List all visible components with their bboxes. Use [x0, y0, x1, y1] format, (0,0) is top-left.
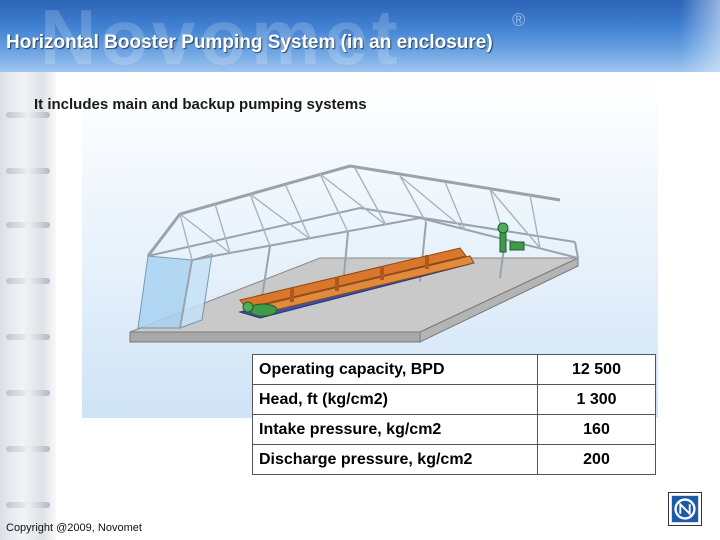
pump-flanges	[290, 255, 429, 302]
spec-value: 160	[537, 414, 656, 445]
pump-ring	[6, 278, 50, 284]
platform-front-edge	[129, 331, 421, 343]
platform-side-edge	[419, 257, 579, 343]
table-row: Intake pressure, kg/cm2 160	[252, 414, 656, 445]
roof-eave-front	[191, 216, 579, 261]
pump-ring	[6, 112, 50, 118]
pump-ring	[6, 502, 50, 508]
slide-subtitle: It includes main and backup pumping syst…	[34, 96, 367, 113]
roof-braces	[179, 167, 541, 261]
spec-value: 1 300	[537, 384, 656, 415]
roof-ridge	[146, 164, 561, 257]
title-banner: Novomet ® Horizontal Booster Pumping Sys…	[0, 0, 720, 72]
pump-ring	[6, 222, 50, 228]
pump-ring	[6, 446, 50, 452]
pump-ring	[6, 168, 50, 174]
pump-ring	[6, 334, 50, 340]
specs-table: Operating capacity, BPD 12 500 Head, ft …	[252, 354, 656, 475]
pump-ring	[6, 390, 50, 396]
watermark-logo: Novomet	[40, 0, 402, 72]
table-row: Head, ft (kg/cm2) 1 300	[252, 384, 656, 415]
discharge-manifold	[509, 241, 525, 251]
slide-title: Horizontal Booster Pumping System (in an…	[6, 32, 493, 53]
discharge-valve-wheel	[497, 222, 509, 234]
spec-label: Discharge pressure, kg/cm2	[252, 444, 538, 475]
registered-mark-icon: ®	[512, 10, 526, 30]
spec-value: 200	[537, 444, 656, 475]
banner-decoration	[680, 0, 720, 72]
table-row: Discharge pressure, kg/cm2 200	[252, 444, 656, 475]
spec-value: 12 500	[537, 354, 656, 385]
spec-label: Head, ft (kg/cm2)	[252, 384, 538, 415]
pump-column-decoration	[0, 72, 56, 540]
spec-label: Operating capacity, BPD	[252, 354, 538, 385]
pump-enclosure-illustration	[129, 164, 579, 343]
copyright-text: Copyright @2009, Novomet	[6, 522, 142, 534]
spec-label: Intake pressure, kg/cm2	[252, 414, 538, 445]
valve-left	[242, 301, 254, 313]
table-row: Operating capacity, BPD 12 500	[252, 354, 656, 385]
novomet-logo-icon[interactable]	[668, 492, 702, 526]
